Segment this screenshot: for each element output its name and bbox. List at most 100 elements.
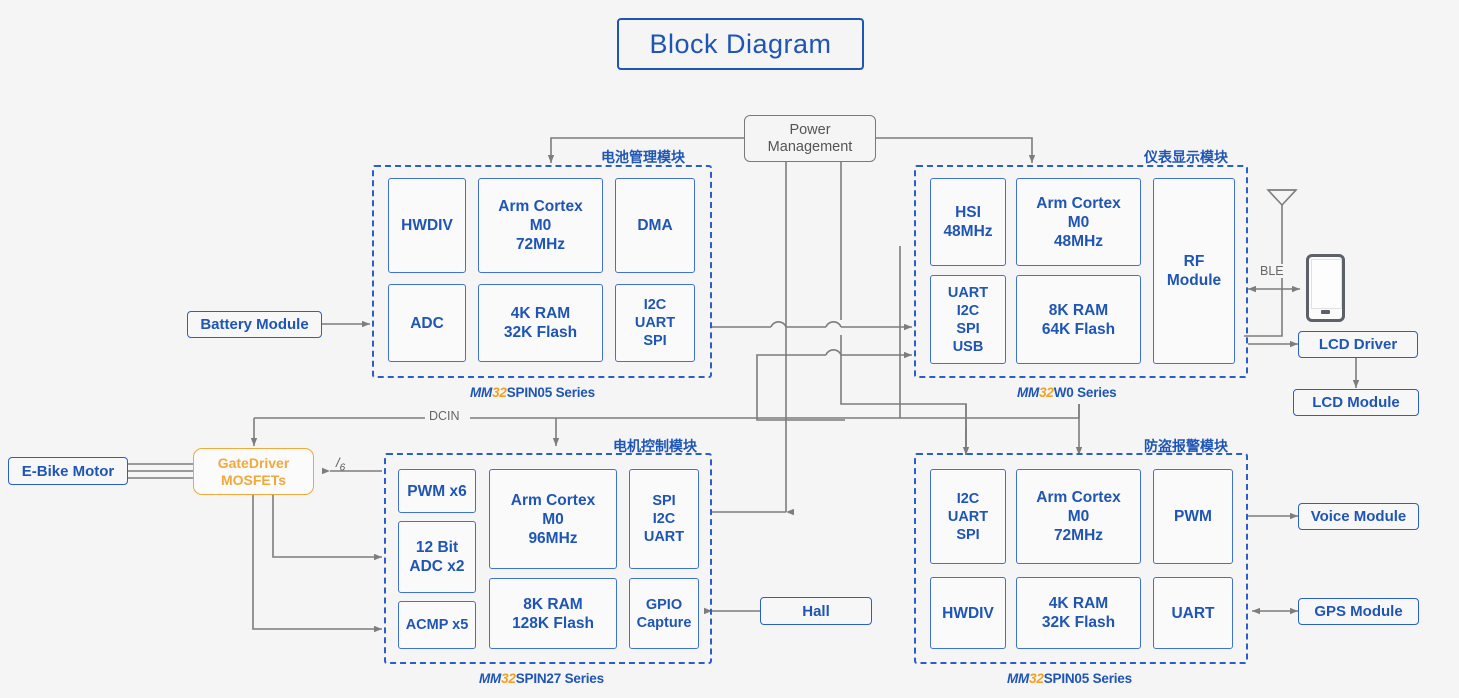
group-alarm-module-title: 防盗报警模块 bbox=[1144, 438, 1228, 454]
cell-line: M0 bbox=[542, 510, 564, 528]
cell-display-arm-cortex: Arm Cortex M0 48MHz bbox=[1016, 178, 1141, 266]
group-battery-management bbox=[372, 165, 712, 378]
series-prefix: MM bbox=[479, 671, 502, 686]
series-32: 32 bbox=[501, 671, 516, 686]
cell-line: M0 bbox=[1067, 508, 1090, 525]
power-management-line1: Power bbox=[789, 121, 831, 138]
cell-line: PWM x6 bbox=[407, 482, 467, 500]
dcin-label: DCIN bbox=[425, 409, 464, 423]
cell-line: I2C bbox=[652, 511, 676, 527]
ble-label: BLE bbox=[1256, 264, 1288, 278]
cell-line: Arm Cortex bbox=[510, 491, 596, 509]
group-display-module-title: 仪表显示模块 bbox=[1144, 149, 1228, 165]
group-motor-control bbox=[384, 453, 712, 664]
gate-driver-mosfets-box: GateDriver MOSFETs bbox=[193, 448, 314, 495]
series-prefix: MM bbox=[1007, 671, 1030, 686]
cell-line: M0 bbox=[1067, 213, 1090, 231]
cell-line: UART bbox=[634, 315, 676, 331]
cell-battery-arm-cortex: Arm Cortex M0 72MHz bbox=[478, 178, 603, 273]
cell-display-hsi: HSI 48MHz bbox=[930, 178, 1006, 266]
cell-line: Arm Cortex bbox=[498, 198, 583, 215]
group-motor-control-title: 电机控制模块 bbox=[613, 438, 697, 454]
cell-line: 32K Flash bbox=[503, 324, 578, 341]
cell-line: SPI bbox=[956, 320, 980, 337]
cell-line: HSI bbox=[955, 204, 981, 221]
cell-line: 48MHz bbox=[1053, 232, 1104, 250]
cell-line: 72MHz bbox=[515, 236, 566, 253]
group-alarm-module-series: MM32SPIN05 Series bbox=[1007, 671, 1132, 686]
cell-line: 4K RAM bbox=[510, 305, 571, 322]
gate-driver-line1: GateDriver bbox=[217, 454, 290, 471]
cell-alarm-pwm: PWM bbox=[1153, 469, 1233, 564]
ebike-motor-box: E-Bike Motor bbox=[8, 457, 128, 485]
phase-slash: / bbox=[336, 455, 340, 470]
hall-box: Hall bbox=[760, 597, 872, 625]
series-suffix: SPIN05 Series bbox=[1043, 671, 1132, 686]
cell-line: UART bbox=[947, 508, 989, 525]
cell-line: Arm Cortex bbox=[1036, 489, 1121, 506]
cell-line: I2C bbox=[643, 297, 667, 313]
cell-line: HWDIV bbox=[942, 604, 994, 622]
cell-line: UART bbox=[1171, 604, 1215, 622]
cell-line: SPI bbox=[956, 526, 980, 543]
cell-line: PWM bbox=[1174, 508, 1212, 525]
cell-alarm-uart: UART bbox=[1153, 577, 1233, 649]
series-32: 32 bbox=[1029, 671, 1044, 686]
group-alarm-module bbox=[914, 453, 1248, 664]
cell-line: 128K Flash bbox=[512, 614, 594, 632]
cell-motor-adc: 12 Bit ADC x2 bbox=[398, 521, 476, 593]
cell-display-rf-module: RF Module bbox=[1153, 178, 1235, 364]
cell-alarm-comms: I2C UART SPI bbox=[930, 469, 1006, 564]
cell-line: DMA bbox=[637, 217, 673, 234]
lcd-module-box: LCD Module bbox=[1293, 389, 1419, 416]
smartphone-icon bbox=[1306, 254, 1345, 322]
cell-line: USB bbox=[952, 338, 984, 355]
series-suffix: W0 Series bbox=[1053, 385, 1117, 400]
series-32: 32 bbox=[1039, 385, 1054, 400]
cell-line: 32K Flash bbox=[1041, 614, 1116, 631]
cell-line: ADC bbox=[410, 314, 444, 332]
phone-screen bbox=[1311, 259, 1342, 309]
gps-module-box: GPS Module bbox=[1298, 598, 1419, 625]
phase-count-label: /6 bbox=[336, 455, 345, 474]
cell-display-comms: UART I2C SPI USB bbox=[930, 275, 1006, 364]
page-title: Block Diagram bbox=[617, 18, 864, 70]
cell-line: GPIO bbox=[645, 596, 683, 613]
series-prefix: MM bbox=[470, 385, 493, 400]
group-display-module bbox=[914, 165, 1248, 378]
cell-line: 96MHz bbox=[528, 529, 578, 547]
cell-line: M0 bbox=[529, 217, 552, 234]
cell-line: 48MHz bbox=[943, 223, 993, 240]
group-battery-management-title: 电池管理模块 bbox=[601, 149, 685, 165]
cell-motor-acmp: ACMP x5 bbox=[398, 601, 476, 649]
cell-line: ACMP x5 bbox=[405, 617, 469, 633]
cell-motor-gpio: GPIO Capture bbox=[629, 578, 699, 649]
cell-line: Capture bbox=[636, 614, 692, 631]
cell-line: UART bbox=[643, 529, 685, 545]
cell-battery-comms: I2C UART SPI bbox=[615, 284, 695, 362]
series-suffix: SPIN27 Series bbox=[515, 671, 604, 686]
cell-line: UART bbox=[947, 284, 989, 301]
cell-line: 64K Flash bbox=[1041, 320, 1116, 338]
cell-alarm-arm-cortex: Arm Cortex M0 72MHz bbox=[1016, 469, 1141, 564]
power-management-line2: Management bbox=[767, 138, 853, 155]
cell-motor-ram-flash: 8K RAM 128K Flash bbox=[489, 578, 617, 649]
cell-motor-pwm: PWM x6 bbox=[398, 469, 476, 513]
cell-line: HWDIV bbox=[401, 217, 453, 234]
cell-line: Module bbox=[1166, 272, 1222, 289]
battery-module-box: Battery Module bbox=[187, 311, 322, 338]
cell-motor-arm-cortex: Arm Cortex M0 96MHz bbox=[489, 469, 617, 569]
cell-display-ram-flash: 8K RAM 64K Flash bbox=[1016, 275, 1141, 364]
cell-line: I2C bbox=[956, 302, 980, 319]
cell-line: SPI bbox=[652, 493, 676, 509]
cell-line: 8K RAM bbox=[523, 595, 583, 613]
cell-line: 4K RAM bbox=[1048, 595, 1109, 612]
cell-line: ADC x2 bbox=[409, 558, 465, 575]
phase-number: 6 bbox=[339, 462, 346, 474]
gate-driver-line2: MOSFETs bbox=[220, 471, 287, 488]
series-32: 32 bbox=[492, 385, 507, 400]
cell-battery-dma: DMA bbox=[615, 178, 695, 273]
cell-motor-comms: SPI I2C UART bbox=[629, 469, 699, 569]
series-suffix: SPIN05 Series bbox=[506, 385, 595, 400]
